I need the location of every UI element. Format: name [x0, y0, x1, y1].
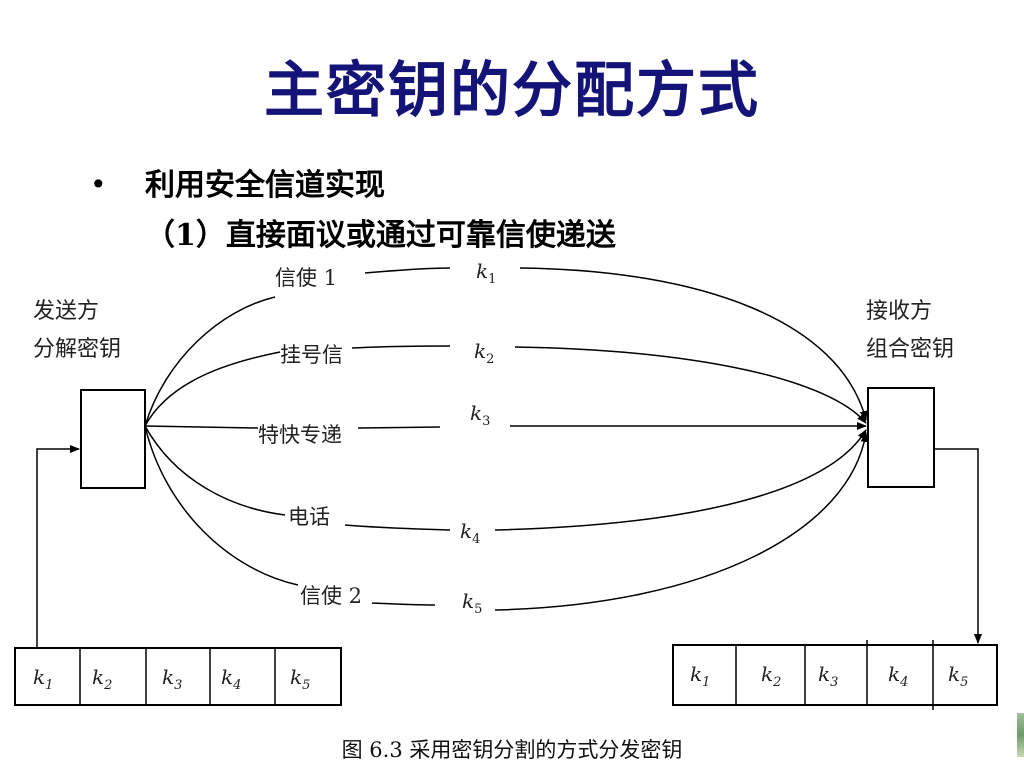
bullet-marker: •	[90, 168, 107, 201]
receiver-box	[867, 387, 935, 488]
channel-4-key: k4	[460, 519, 480, 547]
channel-2-line-mid	[351, 345, 451, 349]
corner-decoration	[1017, 713, 1024, 757]
channel-2-key: k2	[474, 339, 494, 367]
right-key-cell-2: k2	[761, 662, 781, 690]
channel-4-line-mid	[344, 524, 451, 531]
figure-caption: 图 6.3 采用密钥分割的方式分发密钥	[341, 738, 683, 762]
right-key-cell-3: k3	[818, 662, 838, 690]
channel-3-label: 特快专递	[258, 423, 342, 447]
channel-4-curve-left	[144, 425, 286, 516]
left-key-cell-1: k1	[33, 665, 53, 693]
channel-5-key: k5	[462, 589, 482, 617]
channel-4-label: 电话	[288, 505, 330, 529]
right-key-table: k1 k2 k3 k4 k5	[672, 640, 998, 710]
sender-box	[80, 389, 146, 489]
sub-bullet-text: （1）直接面议或通过可靠信使递送	[145, 218, 616, 253]
sender-label-line2: 分解密钥	[33, 337, 121, 362]
channel-4-curve-right	[494, 429, 867, 531]
channel-3-line-left	[144, 425, 259, 429]
right-connector-arrow	[934, 448, 982, 644]
left-key-cell-5: k5	[290, 665, 310, 693]
channel-2-label: 挂号信	[280, 343, 343, 367]
channel-3-key: k3	[470, 401, 490, 429]
channel-5-label: 信使 2	[300, 584, 362, 608]
right-key-cell-4: k4	[888, 662, 908, 690]
channel-5-line-mid	[371, 602, 436, 606]
channel-1-curve-right	[519, 267, 868, 421]
channel-3-line-mid	[357, 426, 441, 429]
channel-1-key: k1	[476, 259, 496, 287]
channel-1-label: 信使 1	[275, 266, 337, 290]
left-key-cell-3: k3	[162, 665, 182, 693]
right-key-cell-5: k5	[948, 662, 968, 690]
left-key-cell-4: k4	[221, 665, 241, 693]
right-key-cell-1: k1	[690, 662, 710, 690]
channel-1-line-mid	[364, 267, 451, 274]
channel-5-curve-right	[494, 432, 869, 611]
receiver-label-line2: 组合密钥	[866, 337, 954, 362]
left-connector-arrow	[36, 445, 80, 648]
left-key-cell-2: k2	[92, 665, 112, 693]
channel-1-curve-left	[144, 296, 276, 427]
channel-5-curve-left	[144, 425, 299, 586]
slide-title: 主密钥的分配方式	[264, 56, 760, 126]
sender-label-line1: 发送方	[33, 299, 99, 324]
channel-2-curve-right	[514, 346, 867, 424]
receiver-label-line1: 接收方	[866, 299, 932, 324]
left-key-table: k1 k2 k3 k4 k5	[14, 647, 342, 706]
bullet-text: 利用安全信道实现	[145, 168, 385, 203]
channel-2-curve-left	[144, 351, 281, 427]
